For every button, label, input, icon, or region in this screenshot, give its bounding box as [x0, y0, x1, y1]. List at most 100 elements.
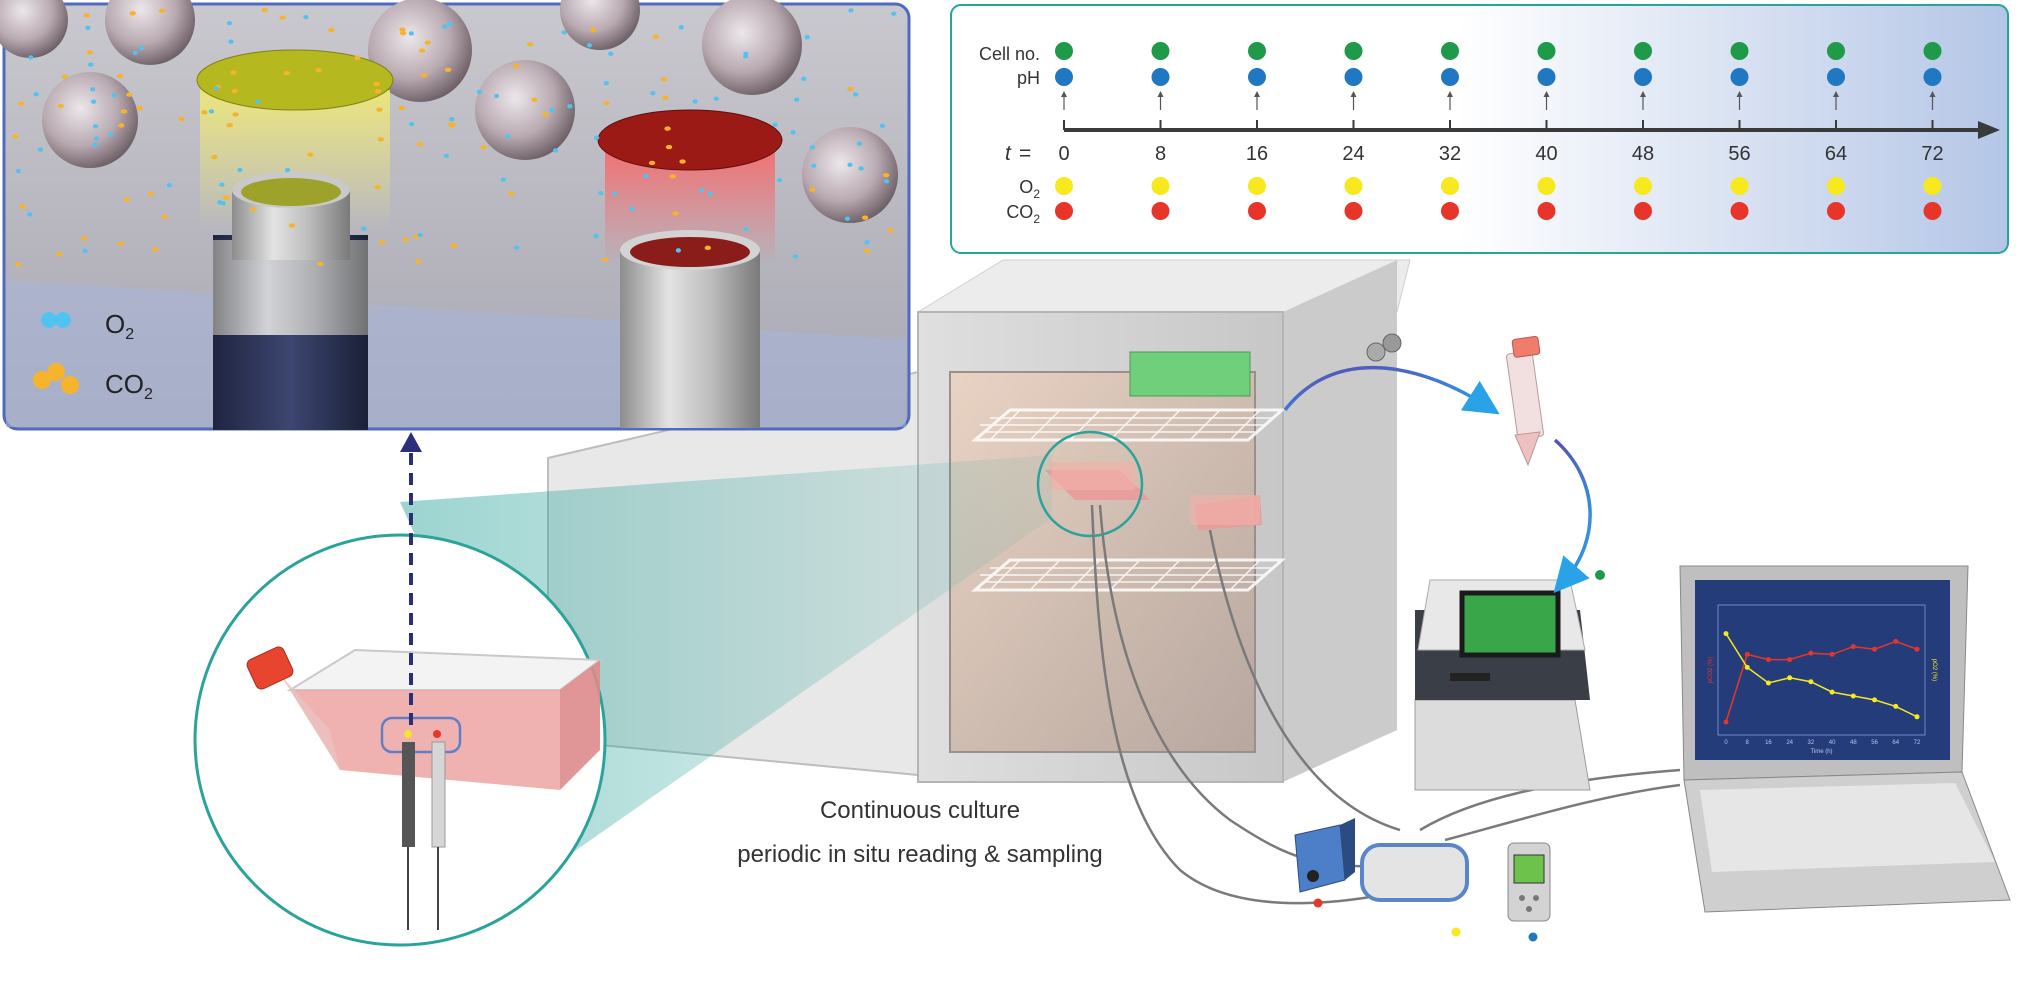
co2-molecule: [526, 42, 534, 47]
legend-o2-sub: 2: [125, 326, 134, 343]
o2-molecule: [594, 135, 600, 140]
o2-molecule: [93, 136, 100, 141]
cell-dot: [1441, 42, 1459, 60]
co2-molecule: [376, 107, 383, 112]
row-label-ph: pH: [1017, 68, 1040, 88]
co2-point: [1872, 646, 1878, 652]
time-tick-label: 56: [1728, 143, 1750, 165]
laptop-screen: [1695, 580, 1950, 760]
flask-medium: [290, 690, 560, 790]
o2-molecule: [409, 122, 415, 127]
o2-molecule: [848, 8, 854, 13]
co2-molecule: [449, 123, 456, 128]
co2-dot: [1055, 202, 1073, 220]
co2-molecule: [261, 7, 268, 13]
co2-molecule: [201, 110, 208, 115]
o2-molecule: [237, 167, 243, 173]
o2-point: [1872, 697, 1878, 703]
ph-dot: [1923, 68, 1942, 86]
o2-molecule: [608, 51, 614, 57]
co2-molecule: [542, 112, 549, 117]
o2-molecule: [111, 93, 117, 98]
co2-molecule: [279, 15, 286, 20]
o2-molecule: [847, 162, 853, 168]
cell-counter-screen: [1459, 590, 1561, 658]
co2-molecule: [288, 223, 296, 228]
o2-molecule: [678, 25, 684, 30]
co2-dot: [1344, 202, 1363, 220]
co2-molecule: [652, 34, 659, 40]
time-tick-label: 16: [1246, 143, 1268, 165]
co2-molecule: [19, 204, 26, 209]
co2-molecule: [660, 77, 667, 82]
chart-tick-label: 64: [1892, 740, 1899, 746]
ph-dot: [1248, 68, 1266, 86]
co2-molecule: [126, 92, 133, 97]
o2-co2-readers: [1294, 818, 1469, 937]
tick-arrowhead: [1157, 91, 1164, 97]
counter-indicator: [1595, 570, 1605, 580]
co2-molecule: [116, 73, 124, 79]
tick-arrowhead: [1929, 91, 1936, 97]
tick-arrowhead: [1543, 91, 1550, 97]
o2-dot: [1537, 177, 1556, 195]
co2-molecule: [661, 95, 669, 101]
o2-molecule: [794, 97, 800, 102]
sampling-tube: [1283, 336, 1592, 594]
o2-molecule: [213, 86, 219, 91]
o2-molecule: [743, 54, 749, 59]
o2-molecule: [28, 55, 34, 60]
zoom-circle: [193, 432, 607, 947]
o2-molecule: [138, 46, 145, 51]
co2-molecule: [420, 73, 428, 78]
co2-molecule: [232, 112, 239, 117]
o2-sensor: [196, 49, 394, 430]
chart-ylabel-right: pO2 (%): [1931, 659, 1937, 681]
co2-dot: [1923, 202, 1942, 220]
co2-molecule: [882, 172, 890, 178]
o2-dot: [1730, 177, 1749, 195]
co2-dot: [1248, 202, 1266, 220]
o2-molecule: [166, 183, 172, 188]
o2-molecule: [361, 226, 367, 231]
o2-molecule: [811, 163, 817, 168]
svg-text:O2: O2: [1019, 177, 1040, 201]
cell-dot: [1344, 42, 1363, 60]
o2-legend-icon: [41, 312, 57, 328]
co2-molecule: [679, 159, 686, 164]
co2-molecule: [136, 106, 143, 111]
o2-dot: [1634, 177, 1652, 195]
co2-point: [1744, 651, 1750, 657]
co2-molecule: [450, 243, 458, 248]
cell-counter: [1414, 570, 1605, 791]
co2-series: [1725, 640, 1918, 723]
co2-molecule: [80, 236, 88, 241]
co2-molecule: [373, 81, 380, 87]
time-tick-label: 32: [1439, 143, 1461, 165]
o2-molecule: [493, 93, 500, 99]
time-tick-label: 40: [1535, 143, 1557, 165]
o2-molecule: [879, 123, 885, 129]
chart-tick-label: 8: [1746, 740, 1750, 746]
o2-molecule: [417, 232, 423, 238]
tick-arrowhead: [1447, 91, 1453, 97]
o2-point: [1723, 631, 1729, 637]
co2-molecule: [399, 31, 407, 36]
co2-point: [1765, 657, 1771, 663]
co2-molecule: [15, 262, 22, 267]
o2-molecule: [675, 248, 682, 253]
t-equals: =: [1019, 142, 1031, 165]
co2-sensor: [597, 109, 783, 428]
co2-molecule: [847, 86, 854, 92]
row-label-o2: O: [1019, 177, 1033, 197]
o2-molecule: [801, 76, 807, 81]
o2-series: [1725, 633, 1918, 718]
co2-molecule: [55, 251, 63, 257]
o2-molecule: [643, 173, 649, 179]
co2-molecule: [809, 187, 816, 192]
o2-molecule: [442, 24, 448, 29]
co2-molecule: [283, 70, 291, 76]
